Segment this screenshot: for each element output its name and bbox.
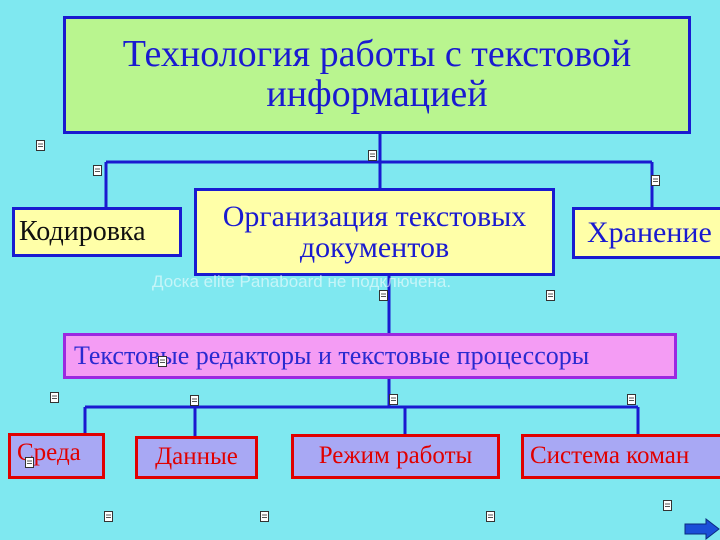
data-box: Данные xyxy=(135,436,258,479)
document-icon[interactable] xyxy=(663,500,673,511)
document-icon[interactable] xyxy=(627,394,637,405)
document-icon[interactable] xyxy=(368,150,378,161)
document-icon[interactable] xyxy=(260,511,270,522)
encoding-label: Кодировка xyxy=(19,216,146,248)
document-icon[interactable] xyxy=(379,290,389,301)
storage-label: Хранение xyxy=(587,216,712,250)
document-icon[interactable] xyxy=(389,394,399,405)
next-slide-arrow-icon[interactable] xyxy=(684,518,720,540)
document-icon[interactable] xyxy=(486,511,496,522)
document-icon[interactable] xyxy=(190,395,200,406)
command-system-label: Система коман xyxy=(530,442,690,470)
title-box: Технология работы с текстовой информацие… xyxy=(63,16,691,134)
data-label: Данные xyxy=(155,443,238,471)
environment-box: Среда xyxy=(8,433,105,479)
title-text: Технология работы с текстовой информацие… xyxy=(122,33,632,115)
organization-box: Организация текстовых документов xyxy=(194,188,555,276)
storage-box: Хранение xyxy=(572,207,720,259)
document-icon[interactable] xyxy=(104,511,114,522)
document-icon[interactable] xyxy=(93,165,103,176)
organization-label: Организация текстовых документов xyxy=(222,199,527,264)
document-icon[interactable] xyxy=(50,392,60,403)
panaboard-watermark: Доска elite Panaboard не подключена. xyxy=(152,272,452,291)
command-system-box: Система коман xyxy=(521,434,720,479)
work-mode-label: Режим работы xyxy=(318,442,473,470)
document-icon[interactable] xyxy=(651,175,661,186)
document-icon[interactable] xyxy=(36,140,46,151)
encoding-box: Кодировка xyxy=(12,207,182,257)
work-mode-box: Режим работы xyxy=(291,434,500,479)
document-icon[interactable] xyxy=(25,457,35,468)
editors-label: Текстовые редакторы и текстовые процессо… xyxy=(74,341,590,371)
document-icon[interactable] xyxy=(158,356,168,367)
document-icon[interactable] xyxy=(546,290,556,301)
editors-box: Текстовые редакторы и текстовые процессо… xyxy=(63,333,677,379)
